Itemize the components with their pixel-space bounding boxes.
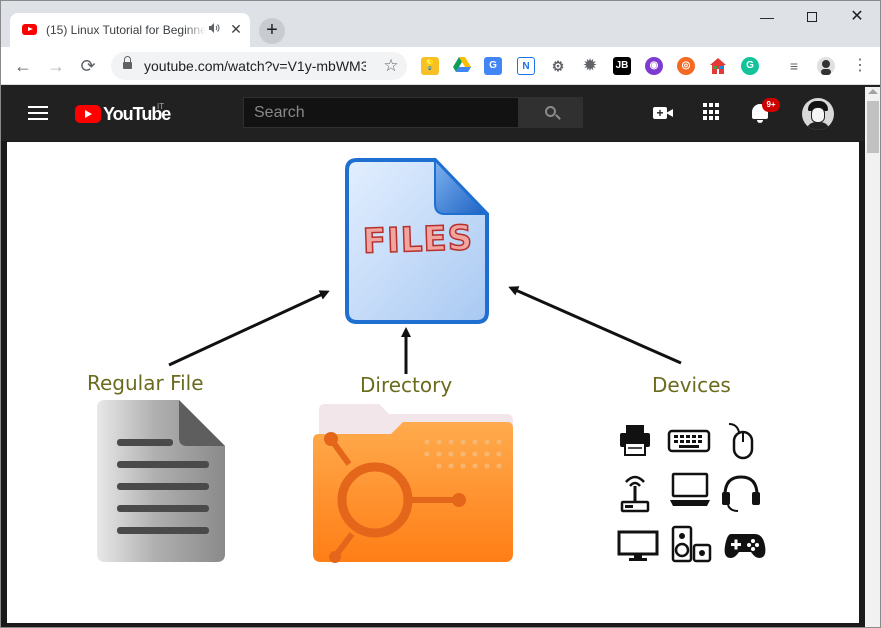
back-button[interactable]: ← — [14, 56, 32, 76]
address-bar[interactable]: youtube.com/watch?v=V1y-mbWM3B8 ☆ — [111, 52, 407, 80]
grammarly-extension-icon[interactable]: G — [741, 57, 759, 75]
keep-extension-icon[interactable]: 💡 — [421, 57, 439, 75]
reload-button[interactable]: ⟳ — [80, 56, 96, 76]
keyboard-icon — [667, 429, 711, 453]
drive-extension-icon[interactable] — [453, 57, 471, 75]
gear-extension-icon[interactable]: ✹ — [583, 57, 597, 74]
search-icon — [545, 106, 556, 117]
puzzle-extension-icon[interactable]: ⚙ — [551, 58, 565, 74]
speaker-icon[interactable] — [208, 22, 220, 36]
browser-tab[interactable]: (15) Linux Tutorial for Beginners ✕ — [10, 13, 250, 47]
files-label: FILES — [361, 217, 474, 262]
tab-close-icon[interactable]: ✕ — [230, 21, 242, 37]
gamepad-icon — [724, 534, 766, 558]
directory-label: Directory — [360, 373, 453, 397]
tor-extension-icon[interactable]: ◉ — [645, 57, 663, 75]
create-video-icon[interactable]: + — [653, 103, 675, 123]
browser-menu-icon[interactable]: ⋮ — [852, 57, 868, 74]
youtube-logo[interactable]: YouTube IT — [75, 102, 175, 125]
regular-file-label: Regular File — [87, 371, 204, 395]
translate-extension-icon[interactable]: G — [484, 57, 502, 75]
scrollbar[interactable] — [865, 87, 880, 627]
home-extension-icon[interactable] — [709, 57, 727, 75]
video-player[interactable]: FILES Regular File Directory Devices — [7, 142, 859, 623]
search-box — [243, 97, 519, 128]
hamburger-menu-icon[interactable] — [28, 106, 48, 120]
search-button[interactable] — [519, 97, 583, 128]
router-icon — [620, 475, 650, 513]
forward-button[interactable]: → — [47, 56, 65, 76]
country-code: IT — [157, 102, 165, 111]
speaker-device-icon — [671, 525, 712, 563]
printer-icon — [620, 425, 650, 456]
tab-strip: (15) Linux Tutorial for Beginners ✕ + — … — [1, 1, 880, 47]
laptop-icon — [670, 472, 710, 506]
youtube-header: YouTube IT + 9+ — [1, 85, 880, 141]
arrow-regular-to-files — [168, 290, 330, 367]
url-text[interactable]: youtube.com/watch?v=V1y-mbWM3B8 — [144, 58, 366, 74]
headset-icon — [722, 475, 760, 512]
notion-extension-icon[interactable]: N — [517, 57, 535, 75]
youtube-favicon-icon — [22, 24, 37, 35]
lock-icon[interactable] — [123, 56, 132, 70]
devices-label: Devices — [652, 373, 731, 397]
youtube-play-icon — [75, 105, 101, 123]
slide-graphic — [97, 157, 766, 563]
ring-extension-icon[interactable]: ◎ — [677, 57, 695, 75]
mouse-icon — [728, 423, 754, 460]
minimize-button[interactable]: — — [760, 9, 774, 25]
monitor-icon — [617, 530, 659, 561]
scrollbar-thumb[interactable] — [867, 101, 879, 153]
avatar[interactable] — [802, 98, 834, 130]
regular-file-icon — [97, 400, 225, 562]
notification-badge: 9+ — [762, 98, 780, 112]
profile-icon[interactable] — [817, 57, 835, 75]
bookmark-star-icon[interactable]: ☆ — [383, 56, 399, 75]
youtube-logo-text: YouTube — [103, 104, 171, 124]
new-tab-button[interactable]: + — [259, 18, 285, 44]
jetbrains-extension-icon[interactable]: JB — [613, 57, 631, 75]
files-document-icon — [345, 157, 490, 324]
browser-toolbar: ← → ⟳ youtube.com/watch?v=V1y-mbWM3B8 ☆ … — [1, 47, 880, 85]
maximize-button[interactable] — [798, 7, 826, 27]
arrow-devices-to-files — [508, 286, 682, 365]
search-input[interactable] — [244, 98, 518, 127]
directory-folder-icon — [313, 404, 513, 563]
tab-title: (15) Linux Tutorial for Beginners — [46, 23, 206, 39]
apps-grid-icon[interactable] — [703, 103, 721, 121]
scroll-up-arrow-icon[interactable] — [868, 89, 878, 94]
window-close-button[interactable]: ✕ — [850, 8, 864, 25]
reading-list-icon[interactable]: ≡ — [789, 58, 799, 74]
